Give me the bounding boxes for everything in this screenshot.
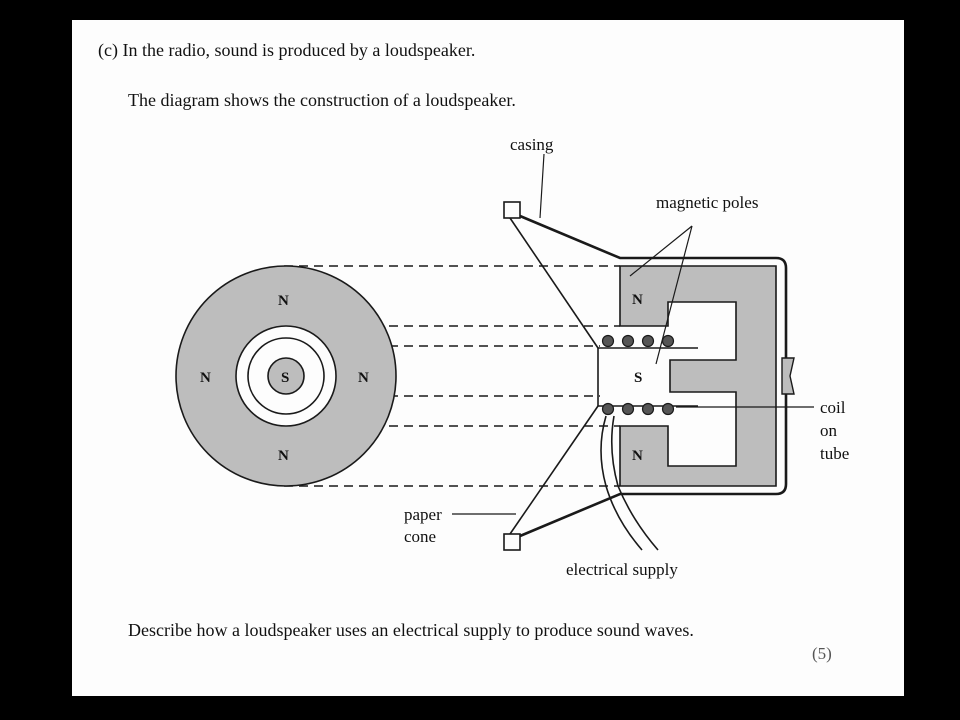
label-magnetic-poles: magnetic poles (656, 193, 758, 212)
question-task: Describe how a loudspeaker uses an elect… (128, 620, 694, 640)
exam-page: (c) In the radio, sound is produced by a… (72, 20, 904, 696)
question-subtext: The diagram shows the construction of a … (128, 90, 516, 110)
casing-vent (781, 357, 795, 395)
side-pole-centre: S (634, 370, 642, 386)
end-pole-centre: S (281, 370, 289, 386)
loudspeaker-diagram: N N S N N (175, 135, 849, 579)
end-pole-right: N (358, 370, 369, 386)
coil-windings (601, 334, 675, 416)
label-coil: coil (820, 398, 846, 417)
label-electrical-supply: electrical supply (566, 560, 678, 579)
end-pole-left: N (200, 370, 211, 386)
label-tube: tube (820, 444, 849, 463)
question-intro: (c) In the radio, sound is produced by a… (98, 40, 476, 60)
leader-lines (452, 153, 814, 515)
side-pole-top: N (632, 292, 643, 308)
label-casing: casing (510, 135, 554, 154)
end-pole-bottom: N (278, 448, 289, 464)
marks-indicator: (5) (812, 644, 832, 663)
label-on: on (820, 421, 838, 440)
end-pole-top: N (278, 293, 289, 309)
side-pole-bottom: N (632, 448, 643, 464)
magnet-end-view: N N S N N (175, 265, 397, 487)
supply-wires (600, 415, 659, 551)
magnet-side-view (619, 265, 777, 487)
label-cone: cone (404, 527, 436, 546)
label-paper: paper (404, 505, 442, 524)
